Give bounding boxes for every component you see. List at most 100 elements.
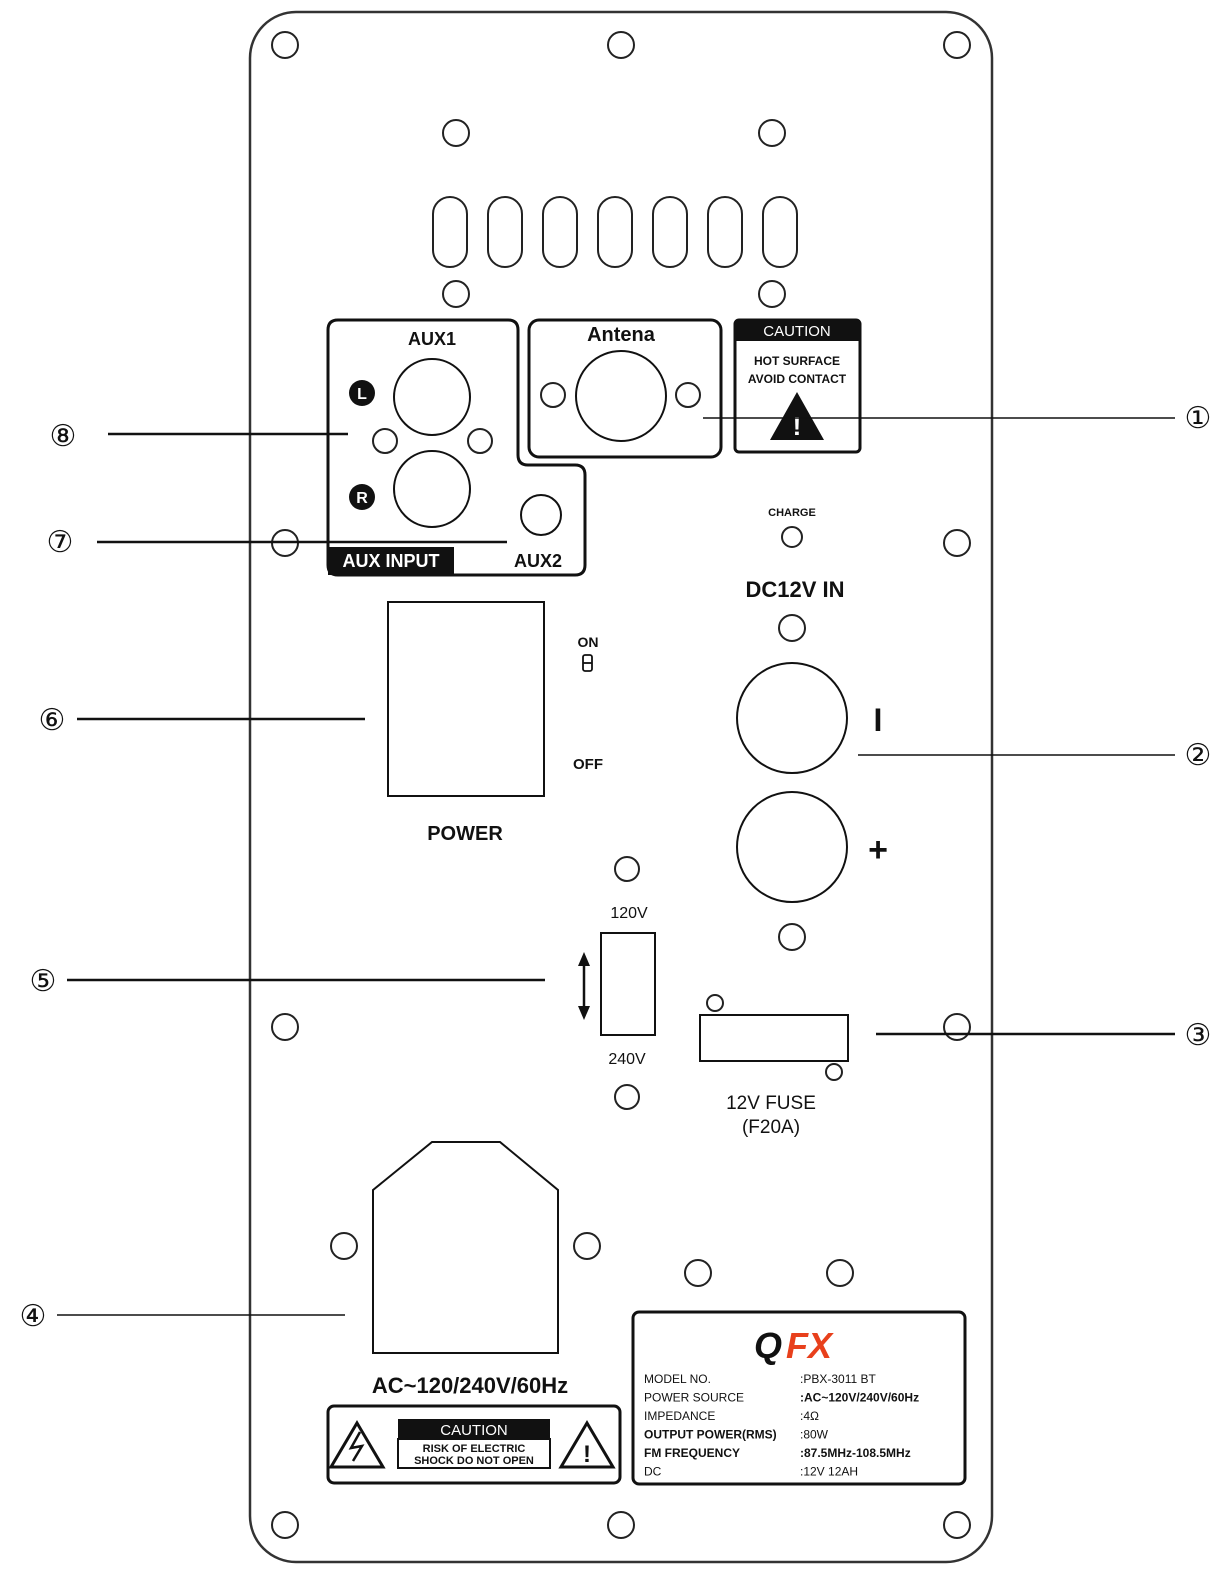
warning-triangle-icon xyxy=(558,1420,616,1469)
mounting-hole xyxy=(271,1013,299,1041)
mounting-hole xyxy=(330,1232,358,1260)
arrow-down-head xyxy=(578,1006,590,1020)
aux-input-panel: AUX1 L R AUX INPUT AUX2 xyxy=(326,318,587,577)
aux1-right-jack xyxy=(393,450,471,528)
brand-logo-q: Q xyxy=(754,1325,782,1366)
spec-row-label: IMPEDANCE xyxy=(644,1409,715,1423)
spec-label-plate: Q FX MODEL NO. :PBX-3011 BT POWER SOURCE :A… xyxy=(631,1310,967,1486)
arrow-up-head xyxy=(578,952,590,966)
caution-hot-surface-label: CAUTION HOT SURFACE AVOID CONTACT ! xyxy=(733,318,862,454)
dc-positive-terminal xyxy=(736,791,848,903)
antenna-label: Antena xyxy=(587,324,656,346)
ventilation-slots xyxy=(432,196,798,268)
mounting-hole xyxy=(271,1511,299,1539)
right-channel-badge xyxy=(349,484,375,510)
callout-4: ④ xyxy=(20,1299,47,1334)
aux1-label: AUX1 xyxy=(408,329,456,349)
shock-caution-header: CAUTION xyxy=(440,1422,508,1439)
selector-screw-hole xyxy=(614,856,640,882)
electric-shock-icon xyxy=(328,1420,386,1469)
aux2-label: AUX2 xyxy=(514,551,562,571)
vent-slot xyxy=(762,196,798,268)
aux2-jack xyxy=(520,494,562,536)
spec-row-value: :87.5MHz-108.5MHz xyxy=(800,1446,911,1460)
mounting-hole xyxy=(943,529,971,557)
fuse-label-line1: 12V FUSE xyxy=(726,1093,816,1114)
power-on-label: ON xyxy=(578,634,599,650)
shock-caution-line1: RISK OF ELECTRIC xyxy=(423,1443,526,1455)
mounting-hole xyxy=(943,31,971,59)
callout-8: ⑧ xyxy=(50,419,77,454)
mounting-hole xyxy=(758,119,786,147)
shock-caution-header-bg xyxy=(398,1419,550,1439)
vent-slot xyxy=(432,196,468,268)
spec-row-value: :PBX-3011 BT xyxy=(800,1372,876,1386)
shock-caution-line2: SHOCK DO NOT OPEN xyxy=(414,1455,534,1467)
fuse-screw-hole xyxy=(825,1063,843,1081)
vent-slot xyxy=(542,196,578,268)
left-channel-badge xyxy=(349,380,375,406)
warning-exclamation: ! xyxy=(793,411,802,441)
voltage-selector-switch xyxy=(600,932,656,1036)
mounting-hole xyxy=(943,1511,971,1539)
voltage-240-label: 240V xyxy=(608,1051,646,1068)
vent-slot xyxy=(652,196,688,268)
antenna-screw-hole xyxy=(540,382,566,408)
charge-label: CHARGE xyxy=(768,507,816,519)
spec-row-value: :AC~120V/240V/60Hz xyxy=(800,1391,919,1405)
callout-6: ⑥ xyxy=(39,703,66,738)
fuse-holder xyxy=(699,1014,849,1062)
caution-hot-line1: HOT SURFACE xyxy=(754,354,840,368)
shock-caution-text-box xyxy=(397,1438,551,1469)
brand-logo-fx: FX xyxy=(786,1325,834,1366)
callout-7: ⑦ xyxy=(47,525,74,560)
vent-slot xyxy=(707,196,743,268)
mounting-hole xyxy=(573,1232,601,1260)
callout-5: ⑤ xyxy=(30,964,57,999)
antenna-screw-hole xyxy=(675,382,701,408)
charge-indicator xyxy=(781,526,803,548)
spec-row-label: MODEL NO. xyxy=(644,1372,711,1386)
mounting-holes xyxy=(271,31,971,1539)
callout-1: ① xyxy=(1185,401,1212,436)
dc-input-label: DC12V IN xyxy=(745,577,844,602)
spec-row-value: :4Ω xyxy=(800,1409,819,1423)
fuse-screw-hole xyxy=(706,994,724,1012)
caution-hot-header: CAUTION xyxy=(763,323,831,340)
spec-row-label: OUTPUT POWER(RMS) xyxy=(644,1428,777,1442)
left-channel-badge-text: L xyxy=(357,386,367,403)
spec-row-label: DC xyxy=(644,1465,662,1479)
callout-numbers: ① ② ③ ④ ⑤ ⑥ ⑦ ⑧ xyxy=(20,401,1212,1334)
warning-triangle-icon xyxy=(770,392,824,440)
dc-screw-hole xyxy=(778,923,806,951)
antenna-panel: Antena xyxy=(527,318,723,459)
ac-power-socket xyxy=(372,1141,559,1354)
callout-2: ② xyxy=(1185,738,1212,773)
mounting-hole xyxy=(442,280,470,308)
ac-input-section: AC~120/240V/60Hz CAUTION RISK OF ELECTRI… xyxy=(326,1141,622,1485)
aux-input-label: AUX INPUT xyxy=(342,551,439,571)
mounting-hole xyxy=(607,1511,635,1539)
spec-row-value: :12V 12AH xyxy=(800,1465,858,1479)
aux-input-label-bg xyxy=(328,547,454,575)
mounting-hole xyxy=(826,1259,854,1287)
power-switch-section: ON OFF POWER xyxy=(387,601,603,845)
aux-screw-hole xyxy=(467,428,493,454)
caution-hot-header-bg xyxy=(735,320,860,341)
spec-row-label: POWER SOURCE xyxy=(644,1391,744,1405)
dc-negative-terminal xyxy=(736,662,848,774)
dc-negative-mark: I xyxy=(874,702,883,738)
lightning-bolt-icon xyxy=(348,1431,365,1462)
caution-hot-line2: AVOID CONTACT xyxy=(748,372,847,386)
power-label: POWER xyxy=(427,823,503,845)
shock-warning-exclamation: ! xyxy=(583,1441,591,1468)
selector-screw-hole xyxy=(614,1084,640,1110)
voltage-selector-section: 120V 240V xyxy=(578,856,656,1110)
vent-slot xyxy=(487,196,523,268)
mounting-hole xyxy=(943,1013,971,1041)
fuse-label-line2: (F20A) xyxy=(742,1117,800,1138)
voltage-120-label: 120V xyxy=(610,905,648,922)
spec-row-value: :80W xyxy=(800,1428,829,1442)
